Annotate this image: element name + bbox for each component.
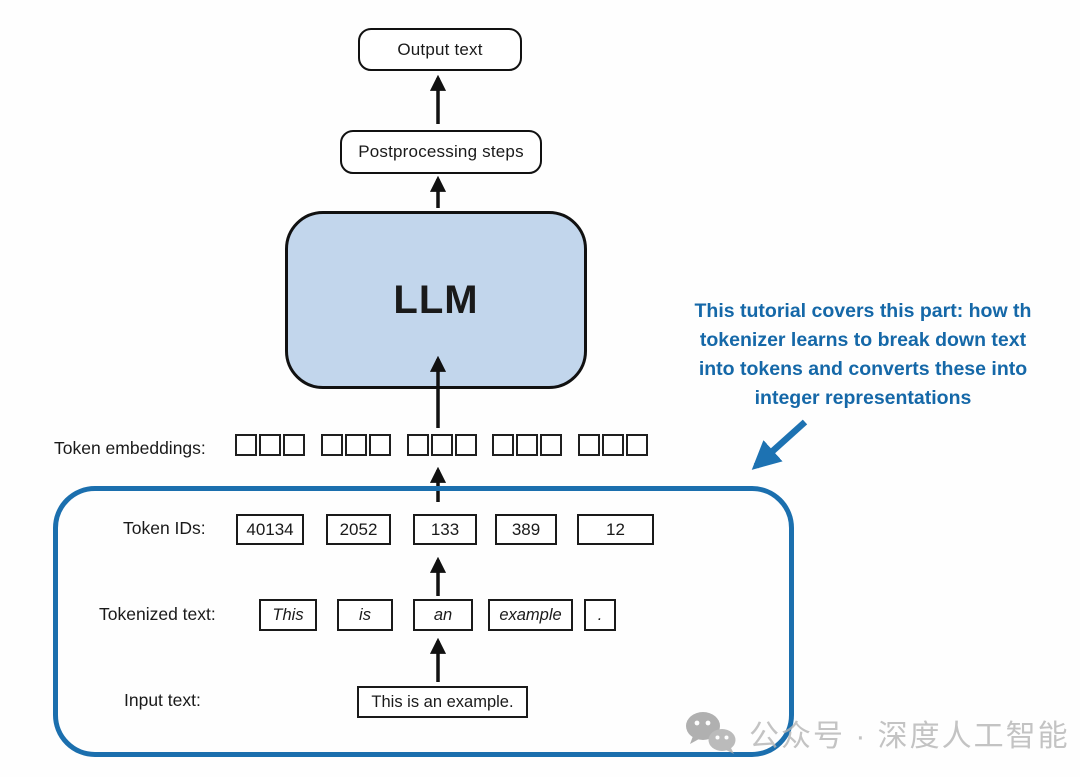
embedding-group bbox=[320, 434, 391, 456]
token-box: example bbox=[488, 599, 573, 631]
embedding-cell bbox=[320, 434, 343, 456]
token-id-box: 40134 bbox=[236, 514, 304, 545]
annotation-line: tokenizer learns to break down text bbox=[699, 329, 1027, 351]
annotation-line: This tutorial covers this part: how th bbox=[694, 300, 1032, 322]
annotation-pointer-arrow bbox=[751, 419, 808, 470]
embedding-cell bbox=[259, 434, 281, 456]
token-box: an bbox=[413, 599, 473, 631]
llm-box: LLM bbox=[285, 211, 587, 389]
embedding-cell bbox=[368, 434, 391, 456]
output-text-box: Output text bbox=[358, 28, 522, 71]
embedding-cell bbox=[344, 434, 367, 456]
embedding-cell bbox=[454, 434, 477, 456]
embedding-cell bbox=[235, 434, 257, 456]
input-text-label: Input text: bbox=[124, 690, 201, 710]
embedding-cell bbox=[540, 434, 563, 456]
embedding-cell bbox=[492, 434, 515, 456]
embedding-group bbox=[406, 434, 477, 456]
postprocessing-box: Postprocessing steps bbox=[340, 130, 542, 174]
embedding-cell bbox=[516, 434, 539, 456]
token-ids-label: Token IDs: bbox=[123, 518, 206, 538]
token-box: is bbox=[337, 599, 393, 631]
token-embeddings-label: Token embeddings: bbox=[54, 438, 206, 458]
embedding-cell bbox=[578, 434, 600, 456]
annotation-line: into tokens and converts these into bbox=[698, 358, 1028, 380]
embedding-cell bbox=[283, 434, 305, 456]
token-id-box: 133 bbox=[413, 514, 477, 545]
embedding-cell bbox=[406, 434, 429, 456]
token-id-box: 389 bbox=[495, 514, 557, 545]
tokenizer-panel-frame bbox=[53, 486, 794, 757]
watermark-text: 公众号 · 深度人工智能 bbox=[749, 720, 1070, 753]
watermark: 公众号 · 深度人工智能 bbox=[683, 710, 1070, 756]
embedding-group bbox=[578, 434, 648, 456]
embedding-group bbox=[235, 434, 305, 456]
token-id-box: 2052 bbox=[326, 514, 391, 545]
embedding-cell bbox=[626, 434, 648, 456]
token-box: . bbox=[584, 599, 616, 631]
input-text-box: This is an example. bbox=[357, 686, 528, 718]
token-embeddings-row bbox=[235, 434, 648, 456]
embedding-group bbox=[492, 434, 563, 456]
annotation-line: integer representations bbox=[754, 387, 972, 409]
tokenized-text-label: Tokenized text: bbox=[99, 604, 216, 624]
token-box: This bbox=[259, 599, 317, 631]
embedding-cell bbox=[430, 434, 453, 456]
annotation-text: This tutorial covers this part: how th t… bbox=[645, 297, 1080, 413]
token-id-box: 12 bbox=[577, 514, 654, 545]
llm-label: LLM bbox=[393, 277, 479, 322]
embedding-cell bbox=[602, 434, 624, 456]
wechat-icon bbox=[686, 712, 736, 754]
postprocessing-label: Postprocessing steps bbox=[358, 142, 524, 161]
output-text-label: Output text bbox=[397, 39, 483, 59]
